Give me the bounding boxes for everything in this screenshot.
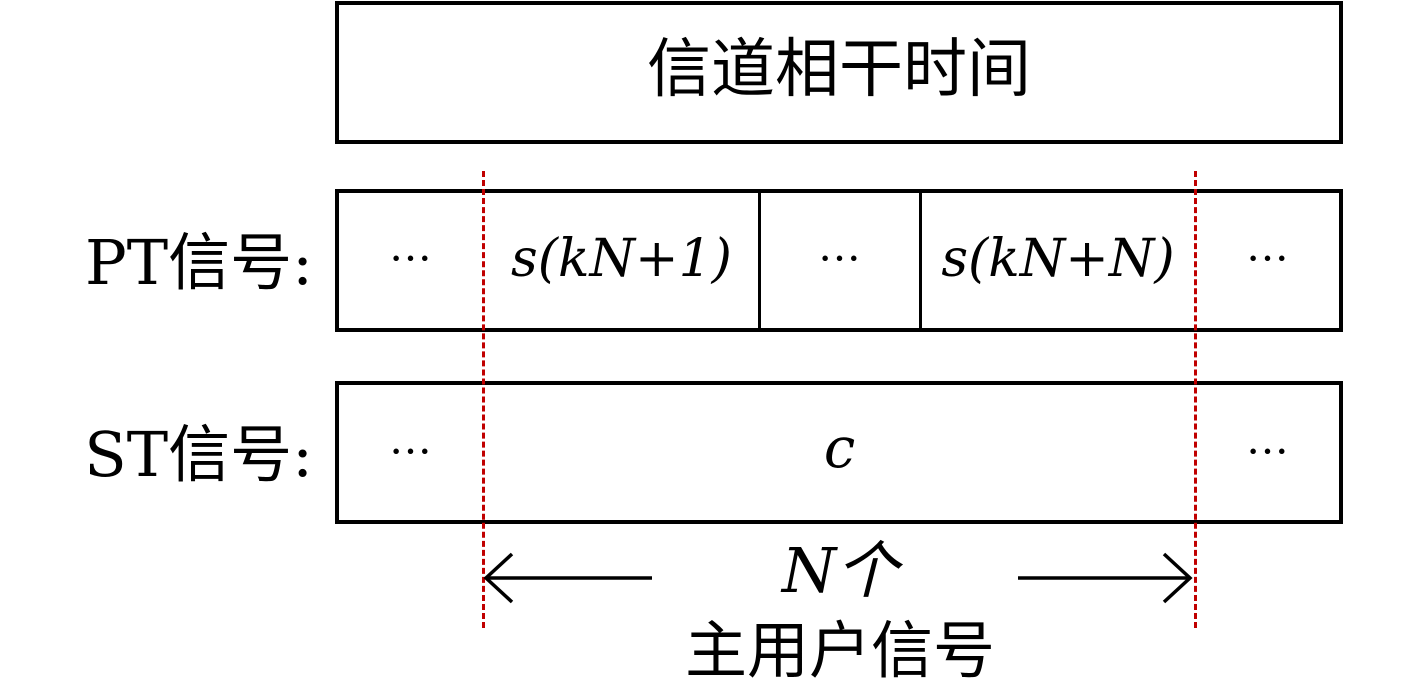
pt-cell-divider <box>758 191 761 330</box>
span-boundary-left-line <box>482 171 485 628</box>
st-signal-label: ST信号: <box>84 418 313 491</box>
pt-right-ellipsis: ··· <box>1246 234 1290 283</box>
coherence-time-box <box>335 1 1343 144</box>
left-arrow-head <box>483 552 514 604</box>
pt-signal-box <box>335 189 1343 332</box>
span-boundary-right-line <box>1194 171 1197 628</box>
st-signal-box <box>335 381 1343 524</box>
span-count-label: N个 <box>640 540 1040 602</box>
pt-middle-ellipsis: ··· <box>818 234 862 283</box>
span-count-text: N个 <box>781 534 899 607</box>
pt-symbol-last: s(kN+N) <box>941 229 1175 289</box>
coherence-time-title: 信道相干时间 <box>647 33 1031 107</box>
st-right-ellipsis: ··· <box>1246 427 1290 476</box>
st-symbol-c: c <box>823 416 856 481</box>
st-left-ellipsis: ··· <box>389 427 433 476</box>
pt-signal-label: PT信号: <box>85 226 313 299</box>
pt-symbol-first: s(kN+1) <box>511 229 732 289</box>
primary-user-signal-caption: 主用户信号 <box>684 614 995 687</box>
pt-left-ellipsis: ··· <box>389 234 433 283</box>
right-arrow-head <box>1162 552 1193 604</box>
pt-cell-divider <box>919 191 922 330</box>
